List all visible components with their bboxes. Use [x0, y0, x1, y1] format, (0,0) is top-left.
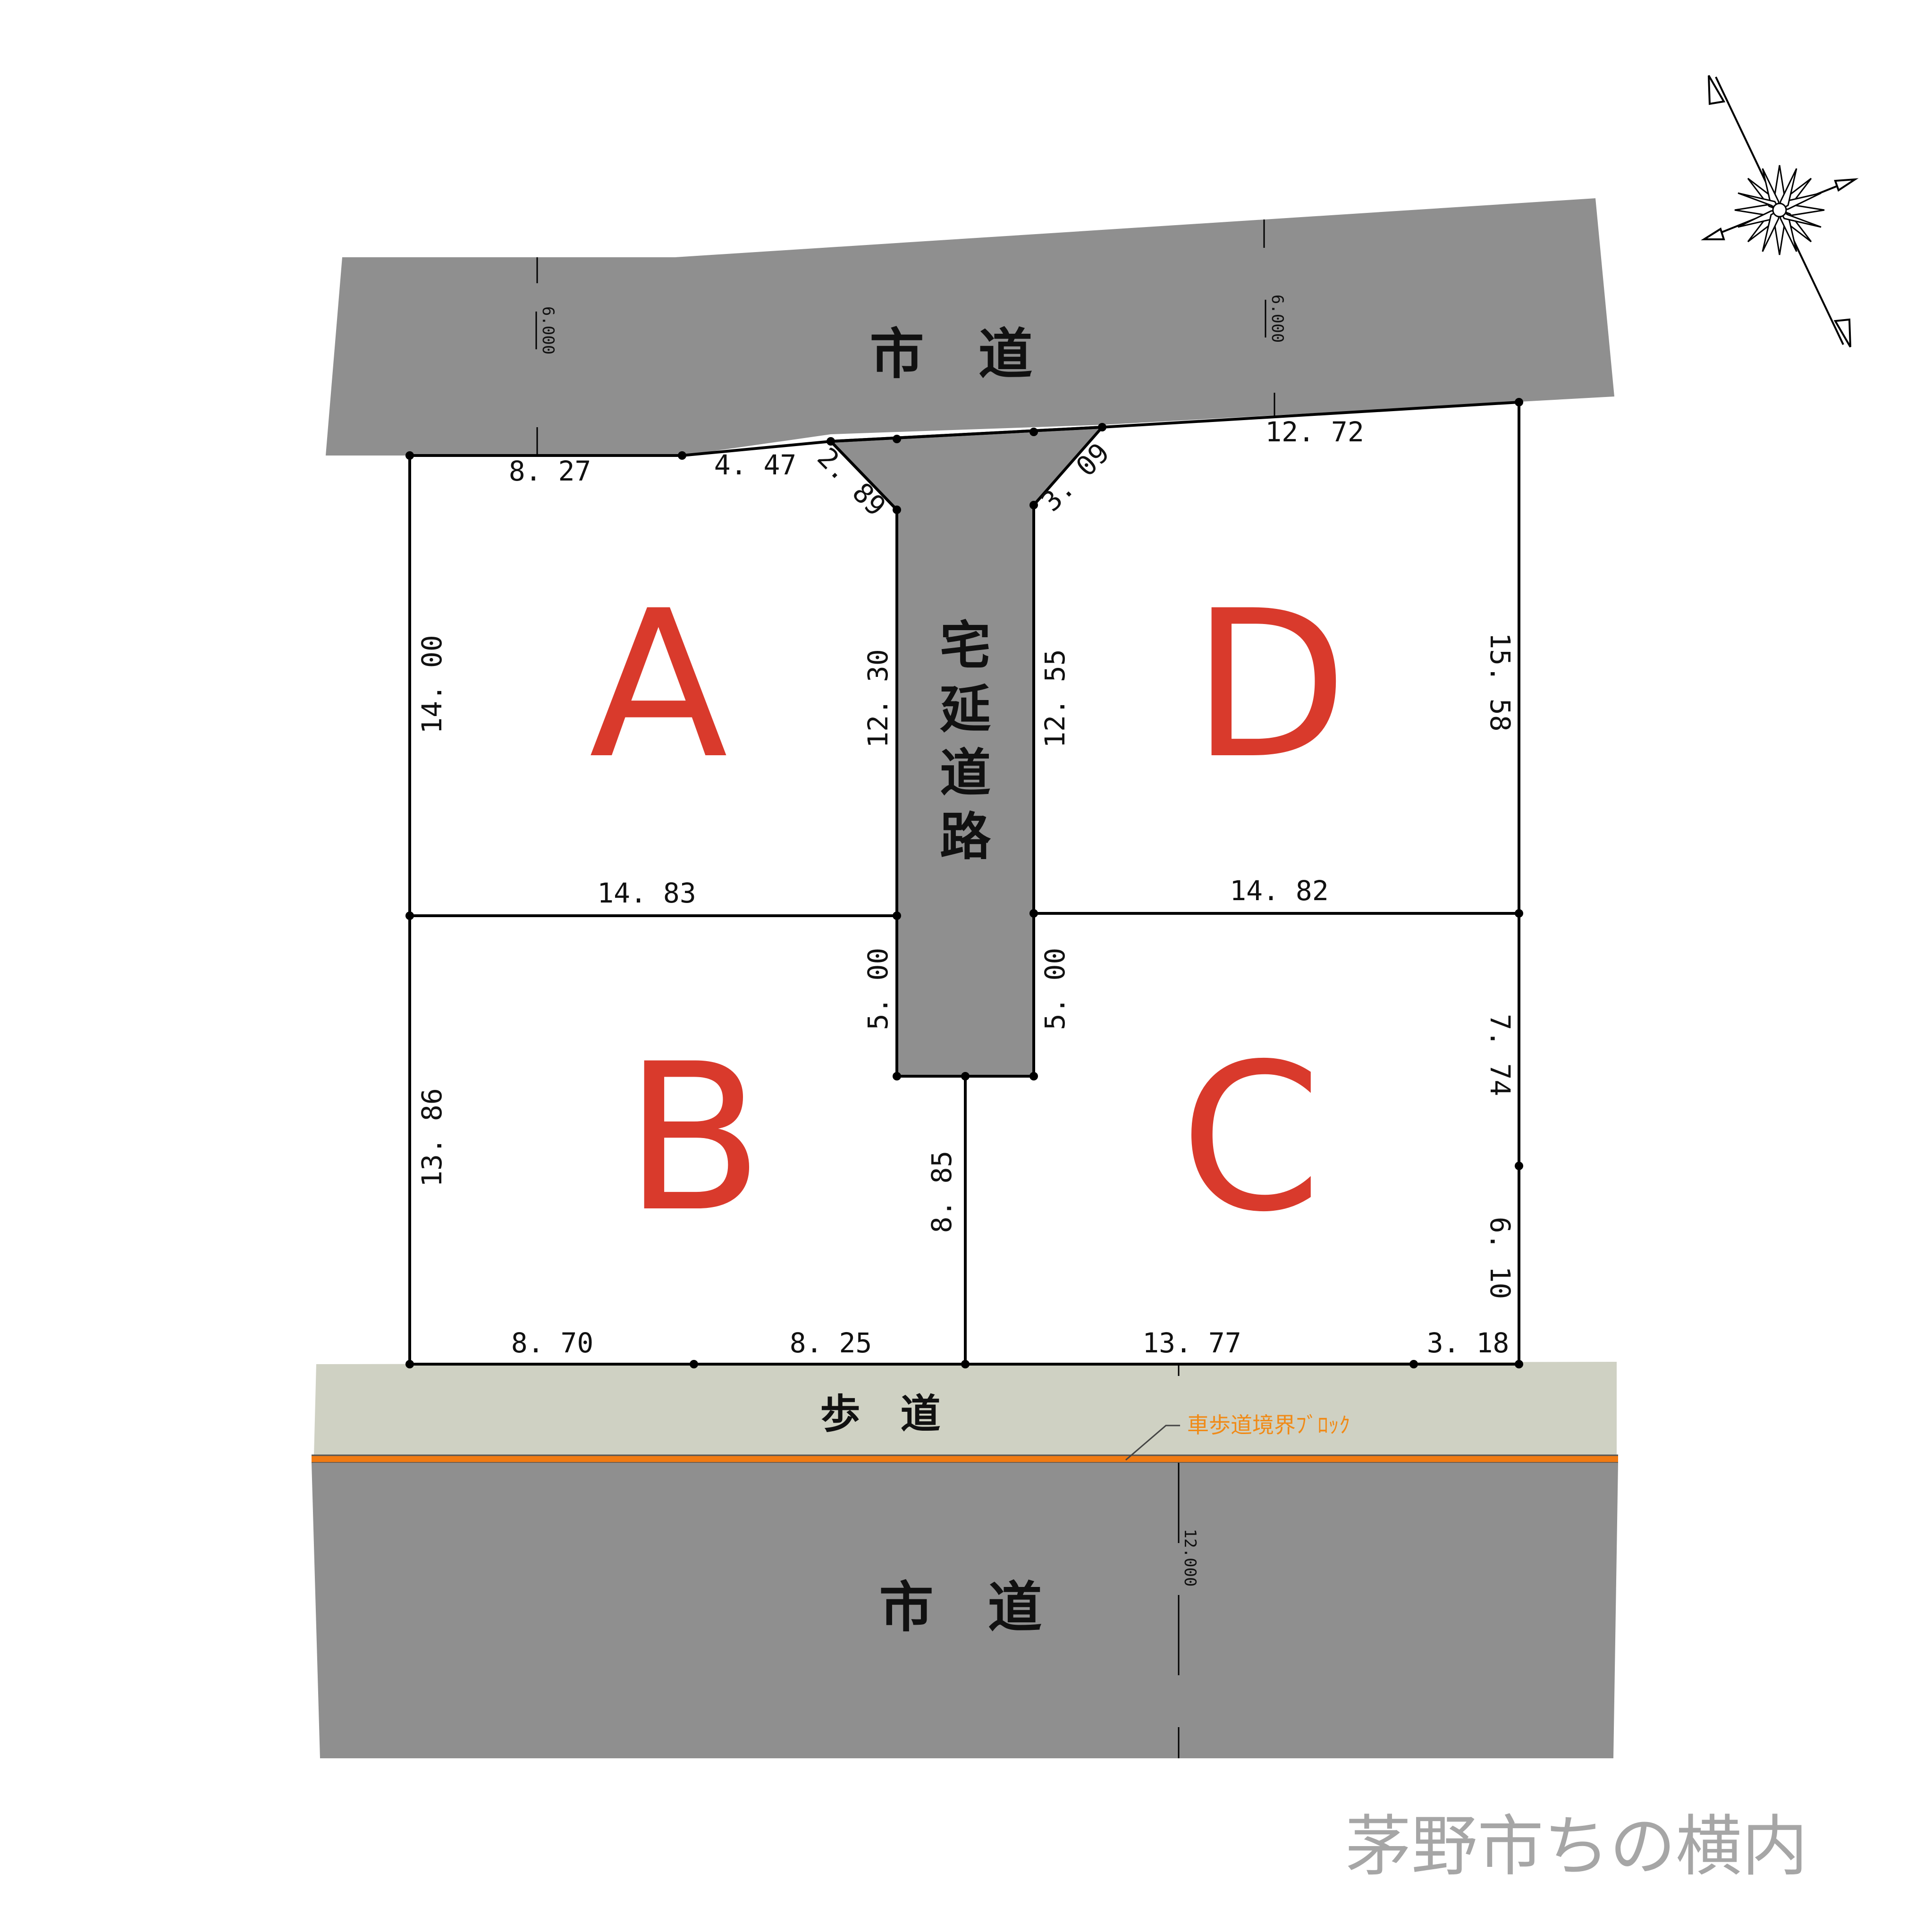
- dim-top-a-right: 4. 47: [714, 449, 797, 481]
- svg-text:路: 路: [940, 808, 991, 867]
- lot-c-label: C: [1180, 1021, 1322, 1257]
- road-width-ticks: [536, 219, 1275, 1758]
- dim-ab-line: 14. 83: [597, 877, 696, 909]
- compass-icon: [1701, 75, 1859, 348]
- north-road-width-right: 6.000: [1268, 295, 1287, 343]
- dim-top-a-left: 8. 27: [509, 455, 591, 487]
- curb-block-leader: [1125, 1425, 1180, 1461]
- dim-b-east-upper: 5. 00: [862, 948, 894, 1030]
- curb-block-line: [312, 1455, 1618, 1463]
- dim-c-west-upper: 5. 00: [1039, 948, 1071, 1030]
- south-road-width: 12.000: [1181, 1529, 1199, 1587]
- north-road-width-left: 6.000: [539, 306, 557, 354]
- south-road-area: [312, 1463, 1618, 1758]
- sidewalk-area: [314, 1362, 1617, 1456]
- dim-c-south-left: 13. 77: [1142, 1327, 1241, 1359]
- dim-b-south-right: 8. 25: [790, 1327, 872, 1359]
- dim-d-west: 12. 55: [1039, 649, 1071, 748]
- lot-b-label: B: [624, 1021, 764, 1257]
- svg-text:延: 延: [940, 680, 991, 739]
- lot-a-label: A: [589, 567, 729, 803]
- dim-a-east: 12. 30: [862, 649, 894, 748]
- dim-c-east-upper: 7. 74: [1484, 1014, 1516, 1097]
- dim-bc-line: 8. 85: [926, 1151, 958, 1233]
- survey-points: [405, 398, 1523, 1368]
- dim-a-west: 14. 00: [416, 635, 448, 734]
- sidewalk-label: 歩 道: [820, 1391, 940, 1438]
- dim-c-east-lower: 6. 10: [1484, 1217, 1516, 1299]
- location-caption: 茅野市ちの横内: [1345, 1808, 1808, 1885]
- svg-text:道: 道: [940, 744, 991, 803]
- lot-d-label: D: [1191, 567, 1348, 803]
- curb-block-note: 車歩道境界ﾌﾞﾛｯｸ: [1187, 1412, 1350, 1438]
- dim-b-south-left: 8. 70: [511, 1327, 594, 1359]
- north-road-label: 市 道: [869, 323, 1032, 386]
- south-road-label: 市 道: [879, 1576, 1042, 1639]
- dim-d-east: 15. 58: [1484, 633, 1516, 732]
- private-road-label: 宅 延 道 路: [940, 616, 991, 867]
- dim-c-south-right: 3. 18: [1427, 1327, 1510, 1359]
- svg-text:宅: 宅: [940, 616, 991, 675]
- north-road-area: [326, 198, 1614, 456]
- dim-dc-line: 14. 82: [1230, 875, 1329, 907]
- dim-top-d: 12. 72: [1265, 416, 1364, 448]
- dim-b-west: 13. 86: [416, 1088, 448, 1187]
